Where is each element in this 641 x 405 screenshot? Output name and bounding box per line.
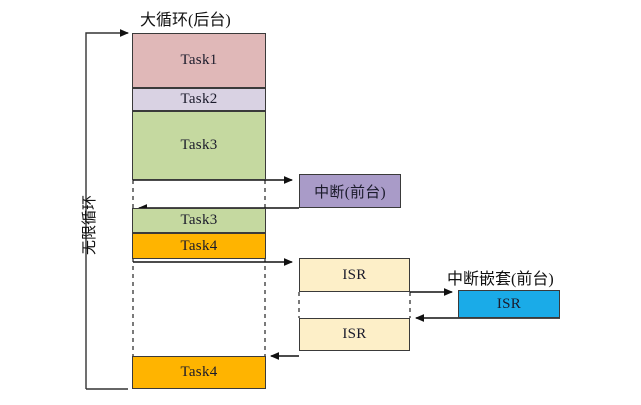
task-box-task4-second[interactable]: Task4 [132,356,266,389]
isr-box-first[interactable]: ISR [299,258,410,292]
title-nested-interrupt: 中断嵌套(前台) [447,271,554,288]
task-box-task3-first[interactable]: Task3 [132,111,266,180]
title-background-loop: 大循环(后台) [140,12,231,29]
task-box-task1[interactable]: Task1 [132,33,266,88]
task-box-task3-second[interactable]: Task3 [132,208,266,233]
isr-box-second[interactable]: ISR [299,318,410,351]
interrupt-box[interactable]: 中断(前台) [299,174,401,208]
task-box-task2[interactable]: Task2 [132,88,266,111]
task-box-task4-first[interactable]: Task4 [132,233,266,259]
nested-isr-box[interactable]: ISR [458,290,560,318]
infinite-loop-label: 无限循环 [82,194,98,255]
